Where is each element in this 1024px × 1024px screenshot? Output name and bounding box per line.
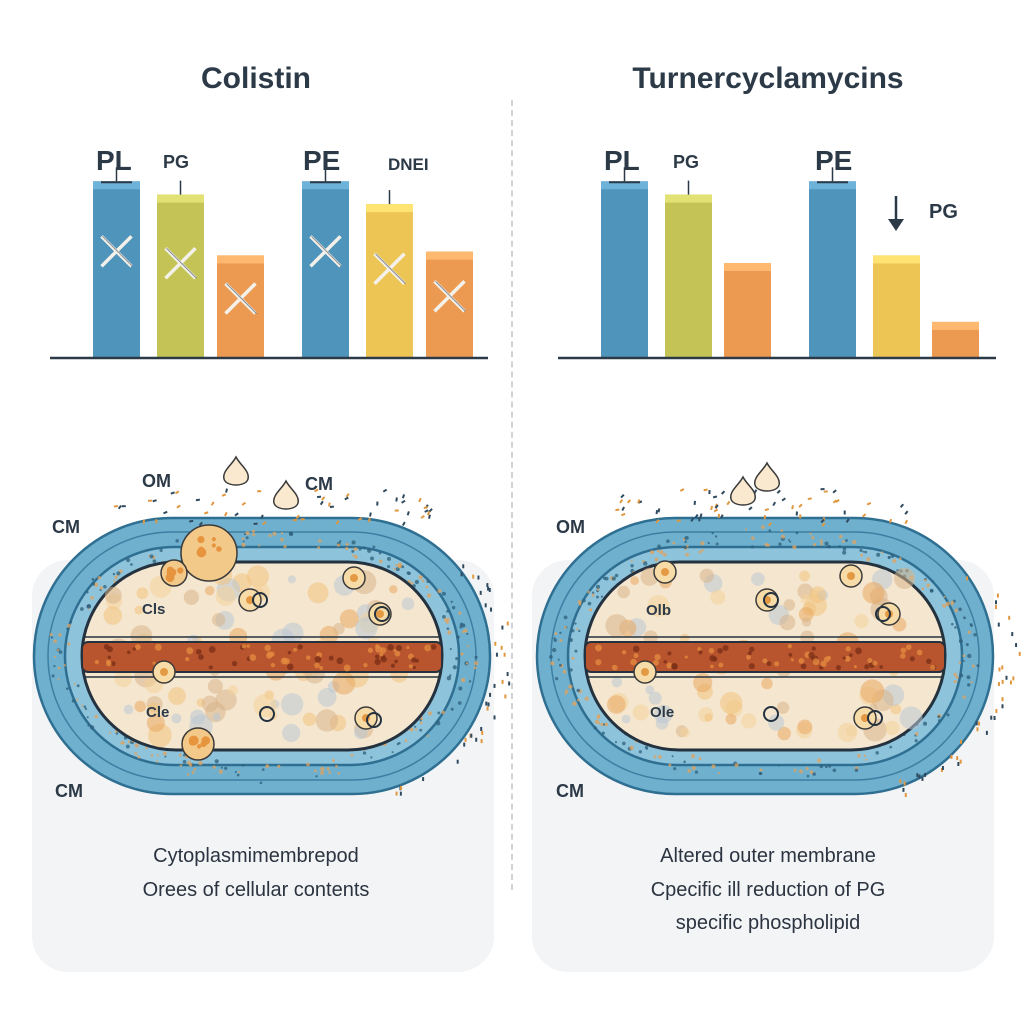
vesicle	[653, 560, 677, 584]
bar	[302, 167, 349, 358]
bar-label-pe: PE	[303, 145, 340, 176]
cm-label-top: CM	[305, 474, 333, 494]
x-mark-icon	[100, 235, 133, 268]
droplet-icon	[273, 479, 299, 510]
cm-label-side: CM	[52, 517, 80, 537]
bar	[157, 180, 204, 358]
x-mark-icon	[224, 282, 257, 315]
bar	[426, 251, 473, 358]
membrane-bleb	[160, 559, 188, 587]
colistin-cell-diagram: OM CM CM CM Cls Cle	[32, 455, 511, 801]
bar	[873, 255, 920, 358]
vesicle	[755, 588, 779, 612]
down-arrow-icon	[888, 196, 904, 231]
bar	[809, 167, 856, 358]
ring-marker	[374, 606, 390, 622]
panel-title: Colistin	[201, 62, 311, 95]
bar	[217, 255, 264, 358]
bar	[932, 321, 979, 358]
colistin-bar-chart: PL PG PE DNEI	[50, 145, 488, 360]
ring-marker	[366, 712, 382, 728]
colistin-panel: Colistin PL PG PE DNEI OM CM CM CM Cls C…	[32, 62, 511, 972]
x-mark-icon	[433, 280, 466, 313]
bar	[366, 190, 413, 358]
bar-label-pg: PG	[163, 152, 189, 172]
om-label: OM	[142, 471, 171, 491]
inner-label-2: Ole	[650, 704, 674, 721]
inner-label-2: Cle	[146, 704, 169, 721]
bar-label-pg-reduced: PG	[929, 201, 958, 223]
vesicle	[354, 706, 378, 730]
om-label: OM	[556, 517, 585, 537]
membrane-bleb	[181, 727, 215, 761]
cm-label-bottom: CM	[55, 781, 83, 801]
membrane-bleb	[180, 524, 238, 582]
bar-label-other: DNEI	[388, 155, 429, 174]
caption-line-2: Cpecific ill reduction of PG	[650, 879, 886, 901]
x-mark-icon	[373, 252, 406, 285]
bar-label-pl: PL	[604, 145, 640, 176]
panel-divider	[511, 100, 513, 890]
caption-line-2: Orees of cellular contents	[142, 879, 370, 901]
turnercyclamycins-cell-diagram: OM CM Olb Ole	[535, 461, 1021, 801]
bar	[93, 167, 140, 358]
bacterial-cell	[535, 461, 1021, 798]
ring-marker	[763, 592, 779, 608]
vesicle	[633, 660, 657, 684]
x-mark-icon	[309, 235, 342, 268]
ring-marker	[875, 606, 891, 622]
cm-label-bottom: CM	[556, 781, 584, 801]
droplet-icon	[223, 455, 249, 486]
caption-line-1: Cytoplasmimembrepod	[153, 845, 359, 867]
x-mark-icon	[164, 246, 197, 280]
bacterial-cell	[32, 455, 511, 796]
vesicle	[839, 564, 863, 588]
bar	[665, 180, 712, 358]
ring-marker	[867, 710, 883, 726]
vesicle	[152, 660, 176, 684]
inner-label-1: Olb	[646, 602, 671, 619]
bar	[724, 263, 771, 358]
ring-marker	[259, 706, 275, 722]
turnercyclamycins-bar-chart: PL PG PE PG	[558, 145, 996, 360]
bar-label-pg: PG	[673, 152, 699, 172]
caption-line-3: specific phospholipid	[675, 912, 861, 934]
vesicle	[238, 588, 262, 612]
droplet-icon	[730, 475, 756, 506]
bar-label-pe: PE	[815, 145, 852, 176]
caption-line-1: Altered outer membrane	[660, 845, 876, 867]
panel-title: Turnercyclamycins	[632, 62, 904, 95]
turnercyclamycins-panel: Turnercyclamycins PL PG PE PG OM CM Olb …	[512, 0, 1024, 1024]
ring-marker	[252, 592, 268, 608]
inner-label-1: Cls	[142, 601, 165, 618]
droplet-icon	[754, 461, 780, 492]
bar-label-pl: PL	[96, 145, 132, 176]
ring-marker	[763, 706, 779, 722]
bar	[601, 167, 648, 358]
vesicle	[853, 706, 877, 730]
vesicle	[342, 566, 366, 590]
